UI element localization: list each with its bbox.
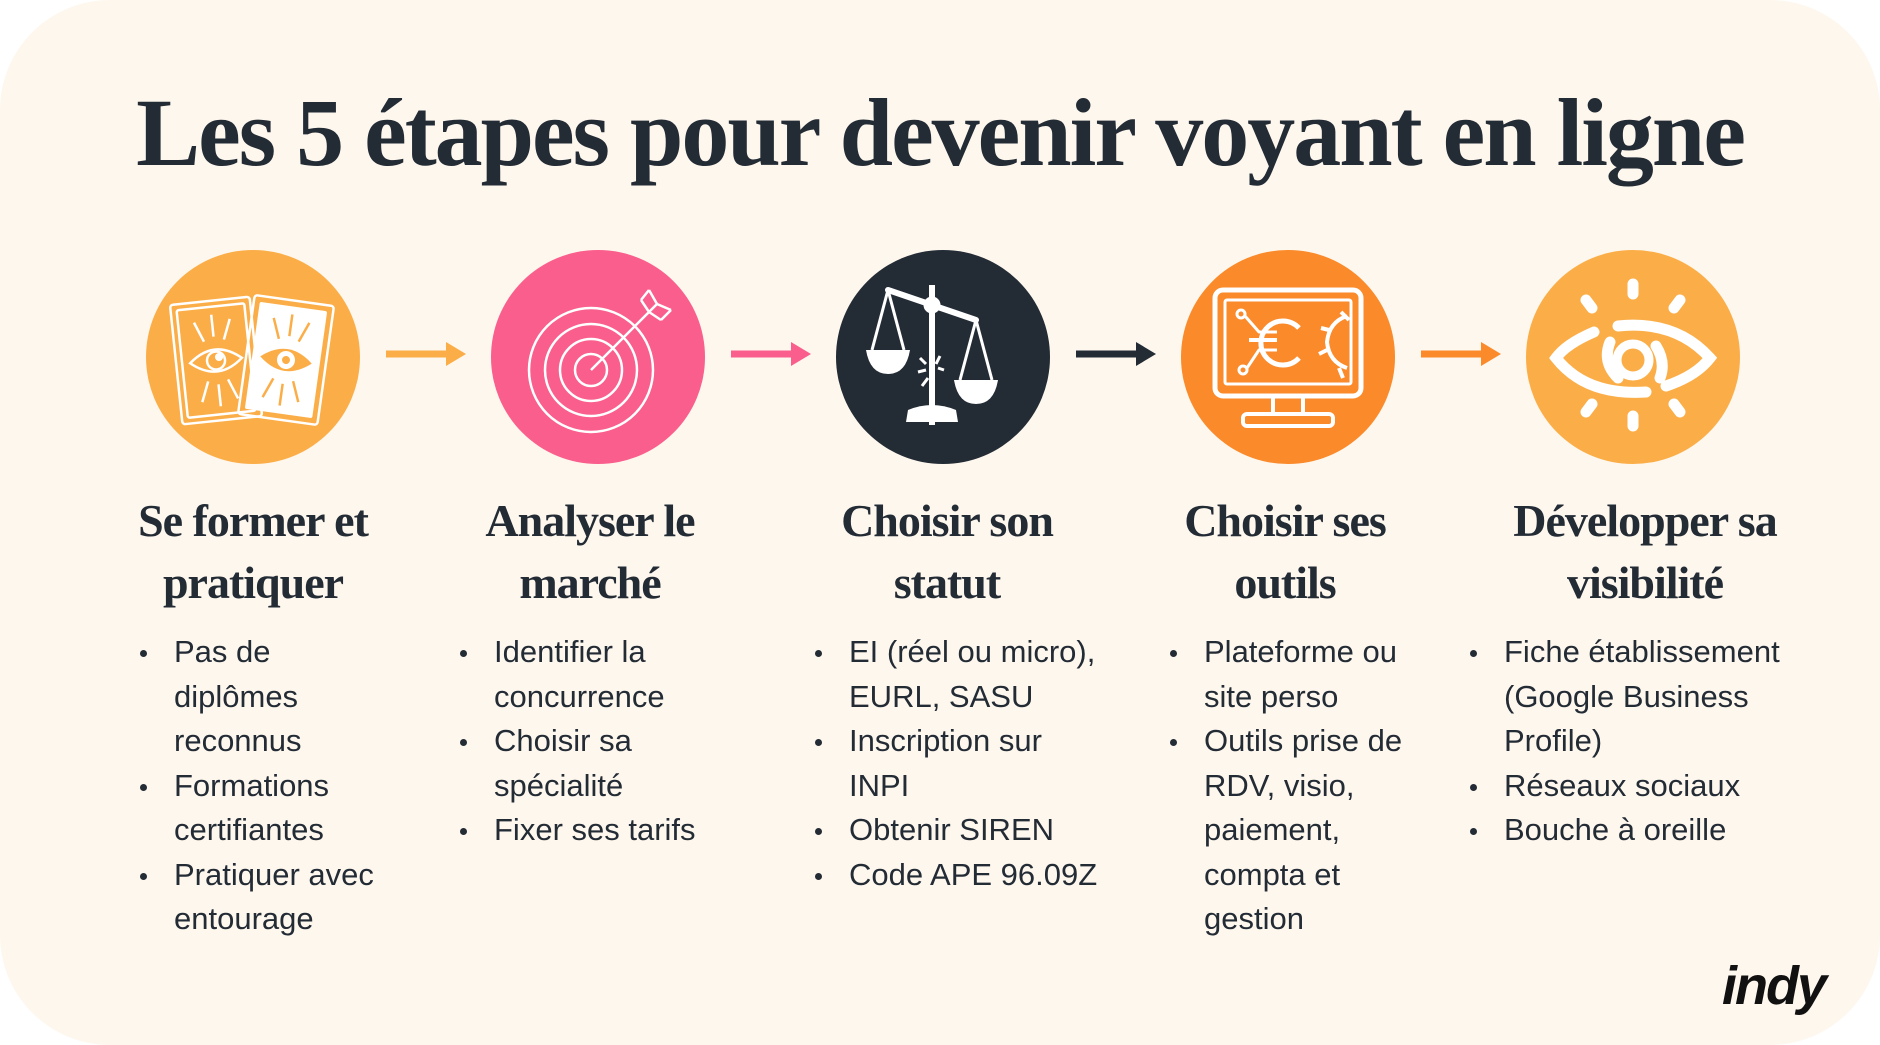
step-5-heading: Développer sa visibilité <box>1513 495 1777 608</box>
step-5-bullet-list: Fiche établissement (Google Business Pro… <box>1468 630 1798 853</box>
arrow-right-icon <box>1421 342 1501 366</box>
list-item: EI (réel ou micro), EURL, SASU <box>813 630 1118 719</box>
step-1-circle <box>146 250 360 464</box>
page-title: Les 5 étapes pour devenir voyant en lign… <box>136 79 1746 186</box>
list-item: Code APE 96.09Z <box>813 853 1133 898</box>
list-item: Plateforme ou site perso <box>1168 630 1428 719</box>
step-5-circle <box>1526 250 1740 464</box>
step-1-bullet-list: Pas de diplômes reconnus Formations cert… <box>138 630 428 942</box>
tarot-cards-eye-icon <box>169 294 335 426</box>
step-4-heading: Choisir ses outils <box>1184 495 1387 608</box>
arrow-right-icon <box>386 342 466 366</box>
list-item: Fixer ses tarifs <box>458 808 748 853</box>
list-item: Pratiquer avec entourage <box>138 853 418 942</box>
list-item: Inscription sur INPI <box>813 719 1063 808</box>
eye-icon <box>1549 278 1718 432</box>
step-2-heading: Analyser le marché <box>485 495 695 608</box>
step-2-bullet-list: Identifier la concurrence Choisir sa spé… <box>458 630 748 853</box>
step-1-heading: Se former et pratiquer <box>138 495 369 608</box>
list-item: Outils prise de RDV, visio, paiement, co… <box>1168 719 1438 942</box>
list-item: Réseaux sociaux <box>1468 764 1798 809</box>
step-3-circle <box>836 250 1050 464</box>
list-item: Identifier la concurrence <box>458 630 708 719</box>
list-item: Obtenir SIREN <box>813 808 1133 853</box>
step-4-bullet-list: Plateforme ou site perso Outils prise de… <box>1168 630 1448 942</box>
indy-logo: indy <box>1722 956 1827 1016</box>
step-4-circle <box>1181 250 1395 464</box>
broken-scales-icon <box>866 285 998 425</box>
step-3-bullet-list: EI (réel ou micro), EURL, SASU Inscripti… <box>813 630 1133 897</box>
arrow-right-icon <box>731 342 811 366</box>
arrow-right-icon <box>1076 342 1156 366</box>
list-item: Formations certifiantes <box>138 764 428 853</box>
monitor-tools-icon <box>1212 287 1364 428</box>
step-2-circle <box>491 250 705 464</box>
list-item: Fiche établissement (Google Business Pro… <box>1468 630 1788 764</box>
step-3-heading: Choisir son statut <box>841 495 1054 608</box>
list-item: Bouche à oreille <box>1468 808 1798 853</box>
list-item: Pas de diplômes reconnus <box>138 630 338 764</box>
target-arrow-icon <box>527 289 672 434</box>
list-item: Choisir sa spécialité <box>458 719 658 808</box>
